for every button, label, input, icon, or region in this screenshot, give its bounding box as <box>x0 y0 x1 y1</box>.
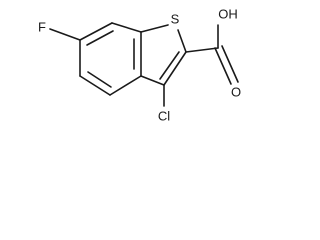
hydroxyl-label: OH <box>218 6 238 21</box>
carbonyl-oxygen-label: O <box>231 84 241 99</box>
bond-carboxyl-o-b <box>221 45 239 83</box>
bond-c7a-s <box>140 24 169 33</box>
bond-carboxyl-o-a <box>214 47 232 85</box>
inner-double-bond-bottom <box>87 71 112 88</box>
molecule-svg: F S OH O Cl <box>38 6 241 123</box>
bond-c2-c3 <box>163 51 187 86</box>
bond-c6-f <box>49 28 81 41</box>
bond-c4-c3a <box>109 75 142 96</box>
bond-c7-c6 <box>79 22 113 41</box>
bond-c5-c4 <box>79 75 111 96</box>
bond-c7a-c7 <box>111 22 142 33</box>
bond-s-c2 <box>177 29 187 53</box>
inner-double-bond-top <box>86 30 114 46</box>
chlorine-label: Cl <box>158 108 170 123</box>
structure-diagram: F S OH O Cl <box>0 0 251 128</box>
fluorine-label: F <box>38 19 46 34</box>
sulfur-label: S <box>171 11 180 26</box>
bond-c2-carboxyl-c <box>185 47 219 53</box>
bond-c3-c3a <box>140 75 165 86</box>
inner-double-bond-thiophene <box>159 51 180 80</box>
